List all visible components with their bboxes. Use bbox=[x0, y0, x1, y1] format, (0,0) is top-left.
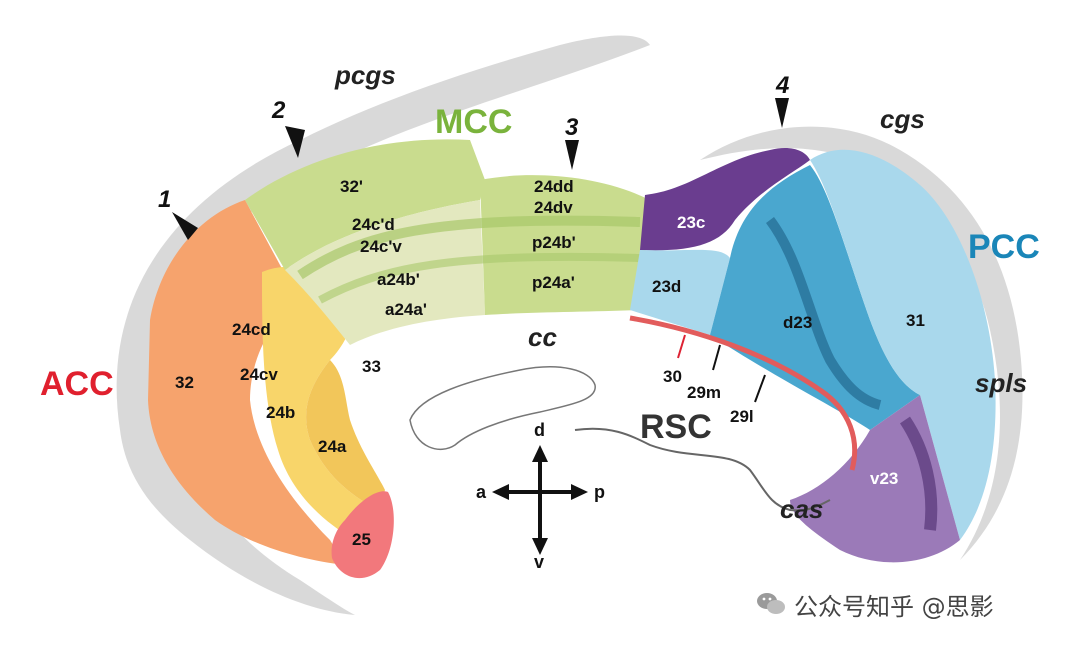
area-label-29m: 29m bbox=[687, 383, 721, 402]
area-label-24cpv: 24c'v bbox=[360, 237, 402, 256]
marker-1: 1 bbox=[158, 186, 171, 213]
rsc-band bbox=[629, 315, 858, 471]
direction-v: v bbox=[534, 552, 544, 572]
area-label-24dd: 24dd bbox=[534, 177, 574, 196]
area-label-a24bp: a24b' bbox=[377, 270, 420, 289]
v23-dark-fold bbox=[899, 416, 938, 531]
area-d23 bbox=[710, 165, 920, 430]
outer-cortex-shading-posterior bbox=[700, 126, 1023, 561]
marker-2: 2 bbox=[271, 97, 286, 124]
area-label-p24ap: p24a' bbox=[532, 273, 575, 292]
area-23d bbox=[630, 249, 730, 335]
area-label-24cd: 24cd bbox=[232, 320, 271, 339]
marker-1-arrow bbox=[172, 212, 198, 240]
marker-3-arrow bbox=[565, 140, 579, 170]
marker-2-arrow bbox=[285, 126, 305, 158]
area-label-29l: 29l bbox=[730, 407, 754, 426]
direction-a: a bbox=[476, 482, 487, 502]
area-32-prime bbox=[245, 139, 485, 270]
label-pcgs: pcgs bbox=[334, 60, 396, 90]
mcc-stripe-2 bbox=[318, 252, 641, 304]
rsc-contour bbox=[574, 427, 831, 512]
tick-30 bbox=[677, 334, 686, 359]
area-label-24cpd: 24c'd bbox=[352, 215, 395, 234]
mcc-posterior-band bbox=[480, 175, 650, 315]
area-label-24cv: 24cv bbox=[240, 365, 278, 384]
wechat-icon bbox=[756, 591, 786, 617]
area-24a-band bbox=[306, 360, 385, 510]
outer-cortex-shading bbox=[116, 35, 650, 616]
area-label-d23: d23 bbox=[783, 313, 812, 332]
label-pcc: PCC bbox=[968, 228, 1040, 266]
area-label-25: 25 bbox=[352, 530, 371, 549]
area-32 bbox=[148, 200, 345, 565]
watermark-text: 公众号知乎 @思影 bbox=[794, 592, 994, 621]
marker-3: 3 bbox=[565, 114, 579, 141]
area-label-33: 33 bbox=[362, 357, 381, 376]
area-label-24a: 24a bbox=[318, 437, 347, 456]
marker-4-arrow bbox=[775, 98, 789, 128]
orientation-cross bbox=[492, 445, 588, 555]
area-25 bbox=[331, 491, 394, 579]
label-cas: cas bbox=[780, 494, 823, 524]
area-31 bbox=[810, 149, 996, 540]
area-label-32p: 32' bbox=[340, 177, 363, 196]
label-cc: cc bbox=[528, 322, 557, 352]
marker-4: 4 bbox=[775, 72, 789, 99]
tick-29l bbox=[754, 374, 766, 403]
watermark: 公众号知乎 @思影 bbox=[756, 586, 994, 622]
area-23c bbox=[640, 148, 810, 251]
callosum-outline bbox=[409, 366, 596, 450]
label-mcc: MCC bbox=[435, 103, 512, 141]
label-acc: ACC bbox=[40, 365, 114, 403]
mcc-stripe-1 bbox=[297, 215, 641, 280]
area-label-32: 32 bbox=[175, 373, 194, 392]
pcc-dark-fold bbox=[765, 217, 882, 410]
direction-d: d bbox=[534, 420, 545, 440]
tick-29m bbox=[712, 344, 721, 371]
area-label-23c: 23c bbox=[677, 213, 705, 232]
area-label-a24ap: a24a' bbox=[385, 300, 427, 319]
area-label-31: 31 bbox=[906, 311, 925, 330]
area-label-24b: 24b bbox=[266, 403, 295, 422]
area-label-p24bp: p24b' bbox=[532, 233, 576, 252]
area-label-v23: v23 bbox=[870, 469, 898, 488]
label-cgs: cgs bbox=[880, 104, 925, 134]
area-label-24dv: 24dv bbox=[534, 198, 573, 217]
area-label-30: 30 bbox=[663, 367, 682, 386]
area-24c-band bbox=[262, 266, 378, 540]
direction-p: p bbox=[594, 482, 605, 502]
label-rsc: RSC bbox=[640, 408, 712, 446]
label-spls: spls bbox=[975, 368, 1027, 398]
area-label-23d: 23d bbox=[652, 277, 681, 296]
